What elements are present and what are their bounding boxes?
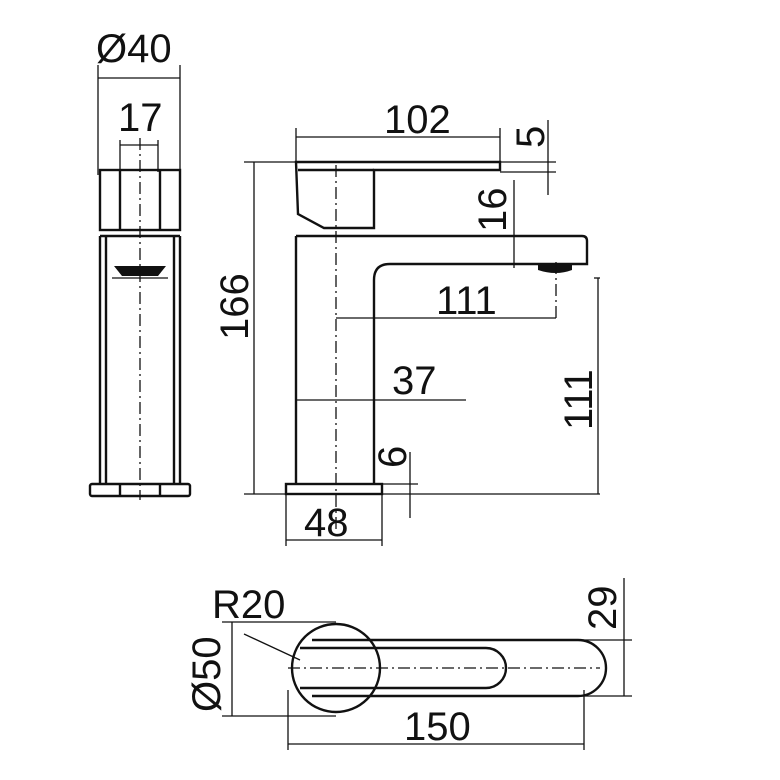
front-view: 102 5 16 166 111 37 6 48: [213, 98, 601, 546]
dim-plan-width: 29: [581, 586, 625, 631]
dim-spout-reach: 111: [436, 279, 497, 323]
lever-handle: [294, 160, 502, 230]
dim-spout-thickness: 16: [471, 188, 515, 233]
dim-spout-height: 111: [557, 369, 601, 430]
spout-aerator-icon: [538, 264, 572, 273]
dim-body-offset: 37: [392, 359, 437, 403]
dim-overall-height: 166: [213, 273, 257, 340]
dim-plan-diameter: Ø50: [185, 636, 229, 712]
front-base: [284, 482, 384, 496]
dim-total-reach: 102: [384, 98, 451, 142]
dim-side-width: 17: [118, 96, 163, 140]
dim-base-thickness: 6: [371, 446, 415, 468]
dim-plan-length: 150: [404, 705, 471, 749]
dim-base-width: 48: [304, 501, 349, 545]
side-view: Ø40 17: [88, 27, 192, 500]
dim-plan-radius: R20: [212, 583, 285, 627]
plan-view: R20 Ø50 29 150: [185, 578, 632, 750]
dim-side-diameter: Ø40: [96, 27, 172, 71]
dim-lever-thickness: 5: [509, 126, 553, 148]
